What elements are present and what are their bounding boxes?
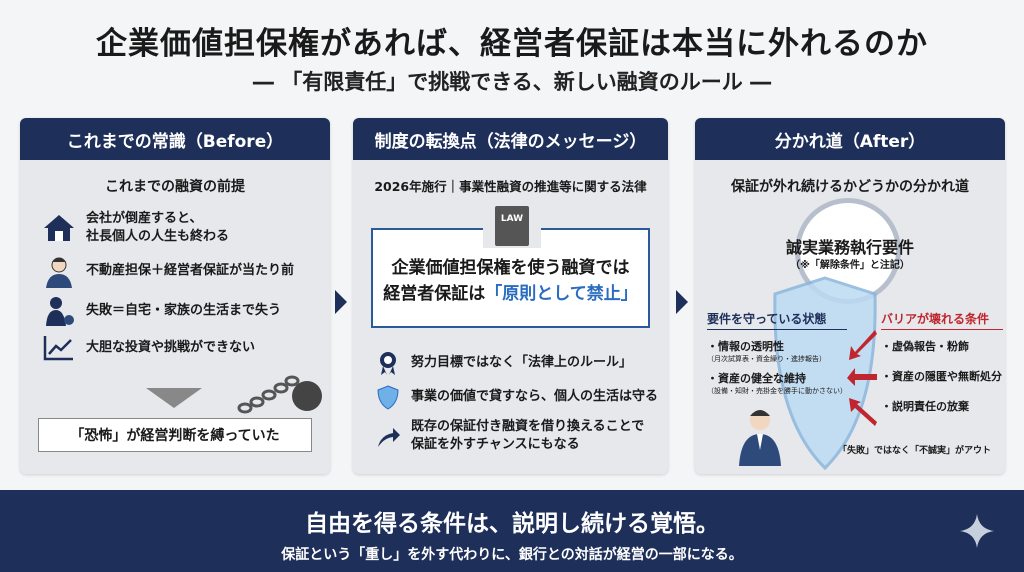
- break-item: ・虚偽報告・粉飾: [881, 340, 969, 353]
- panel-subheading: これまでの融資の前提: [105, 179, 245, 195]
- item-text: 努力目標ではなく「法律上のルール」: [411, 354, 633, 370]
- list-item: 事業の価値で貸すなら、個人の生活は守る: [375, 384, 668, 410]
- list-item: 不動産担保＋経営者保証が当たり前: [42, 254, 330, 289]
- keep-item: ・資産の健全な維持: [707, 372, 806, 385]
- item-text: 保証を外すチャンスにもなる: [411, 437, 580, 453]
- item-text: 社長個人の人生も終わる: [86, 229, 230, 245]
- break-conditions: バリアが壊れる条件 ・虚偽報告・粉飾 ・資産の隠匿や無断処分 ・説明責任の放棄: [881, 310, 1003, 414]
- break-title: バリアが壊れる条件: [881, 310, 1003, 330]
- keep-item: ・情報の透明性: [707, 340, 784, 353]
- footnote: 「失敗」ではなく「不誠実」がアウト: [837, 446, 991, 456]
- law-gavel-icon: LAW: [483, 206, 541, 248]
- before-panel: これまでの常識（Before） これまでの融資の前提 会社が倒産すると、社長個人…: [20, 118, 330, 474]
- shield-icon: [377, 385, 399, 410]
- highlight-text: 「原則として禁止」: [485, 283, 638, 304]
- item-text: 事業の価値で貸すなら、個人の生活は守る: [411, 388, 659, 404]
- list-item: 努力目標ではなく「法律上のルール」: [375, 350, 668, 376]
- break-item: ・資産の隠匿や無断処分: [881, 370, 1002, 383]
- text: 経営者保証は: [383, 283, 486, 304]
- turning-point-panel: 制度の転換点（法律のメッセージ） 2026年施行｜事業性融資の推進等に関する法律…: [353, 118, 668, 474]
- after-panel: 分かれ道（After） 保証が外れ続けるかどうかの分かれ道 誠実業務執行要件 （…: [695, 118, 1005, 474]
- sparkle-icon: [960, 514, 994, 548]
- bottom-headline: 自由を得る条件は、説明し続ける覚悟。: [305, 511, 719, 537]
- law-message-line: 経営者保証は「原則として禁止」: [373, 282, 648, 308]
- keep-note: （設備・知財・売掛金を勝手に動かさない）: [707, 387, 847, 395]
- law-label: LAW: [495, 206, 529, 246]
- shield-graphic-icon: [773, 276, 877, 471]
- requirement-note: （※「解除条件」と注記）: [790, 260, 910, 271]
- ball-and-chain-icon: [237, 375, 322, 414]
- list-item: 既存の保証付き融資を借り換えることで保証を外すチャンスにもなる: [375, 418, 668, 454]
- flow-arrow-icon: [335, 290, 347, 314]
- break-item: ・説明責任の放棄: [881, 400, 969, 413]
- attack-arrows-icon: [847, 330, 877, 426]
- arrow-icon: [378, 428, 400, 448]
- list-item: 会社が倒産すると、社長個人の人生も終わる: [42, 210, 330, 246]
- panel-header: 分かれ道（After）: [695, 118, 1005, 160]
- house-icon: [44, 215, 74, 242]
- item-text: 失敗＝自宅・家族の生活まで失う: [86, 303, 282, 319]
- panel-header: これまでの常識（Before）: [20, 118, 330, 160]
- down-arrow-icon: [146, 388, 202, 408]
- item-text: 大胆な投資や挑戦ができない: [86, 340, 256, 356]
- list-item: 失敗＝自宅・家族の生活まで失う: [42, 296, 330, 327]
- item-text: 会社が倒産すると、: [86, 211, 203, 226]
- award-icon: [380, 352, 396, 375]
- ball-and-chain-person-icon: [46, 297, 74, 327]
- keep-conditions: 要件を守っている状態 ・情報の透明性 （月次試算表・資金繰り・進捗報告） ・資産…: [707, 310, 847, 396]
- bottom-subtext: 保証という「重し」を外す代わりに、銀行との対話が経営の一部になる。: [281, 547, 743, 563]
- requirement-title: 誠実業務執行要件: [785, 238, 914, 257]
- businessman-icon: [739, 410, 781, 466]
- item-text: 既存の保証付き融資を借り換えることで: [411, 419, 645, 434]
- panel-subheading: 保証が外れ続けるかどうかの分かれ道: [731, 179, 969, 195]
- flow-arrow-icon: [676, 290, 688, 314]
- chart-icon: [43, 336, 73, 361]
- keep-title: 要件を守っている状態: [707, 310, 847, 330]
- conclusion-box: 「恐怖」が経営判断を縛っていた: [38, 418, 312, 452]
- subtitle: ― 「有限責任」で挑戦できる、新しい融資のルール ―: [252, 70, 772, 94]
- law-message-line: 企業価値担保権を使う融資では: [391, 258, 630, 278]
- panel-header: 制度の転換点（法律のメッセージ）: [353, 118, 668, 160]
- item-text: 不動産担保＋経営者保証が当たり前: [86, 263, 295, 279]
- main-title: 企業価値担保権があれば、経営者保証は本当に外れるのか: [96, 26, 928, 62]
- keep-note: （月次試算表・資金繰り・進捗報告）: [707, 355, 826, 363]
- worried-businessman-icon: [46, 257, 72, 289]
- bottom-banner: 自由を得る条件は、説明し続ける覚悟。 保証という「重し」を外す代わりに、銀行との…: [0, 490, 1024, 572]
- panel-subheading: 2026年施行｜事業性融資の推進等に関する法律: [374, 179, 647, 194]
- list-item: 大胆な投資や挑戦ができない: [42, 334, 330, 362]
